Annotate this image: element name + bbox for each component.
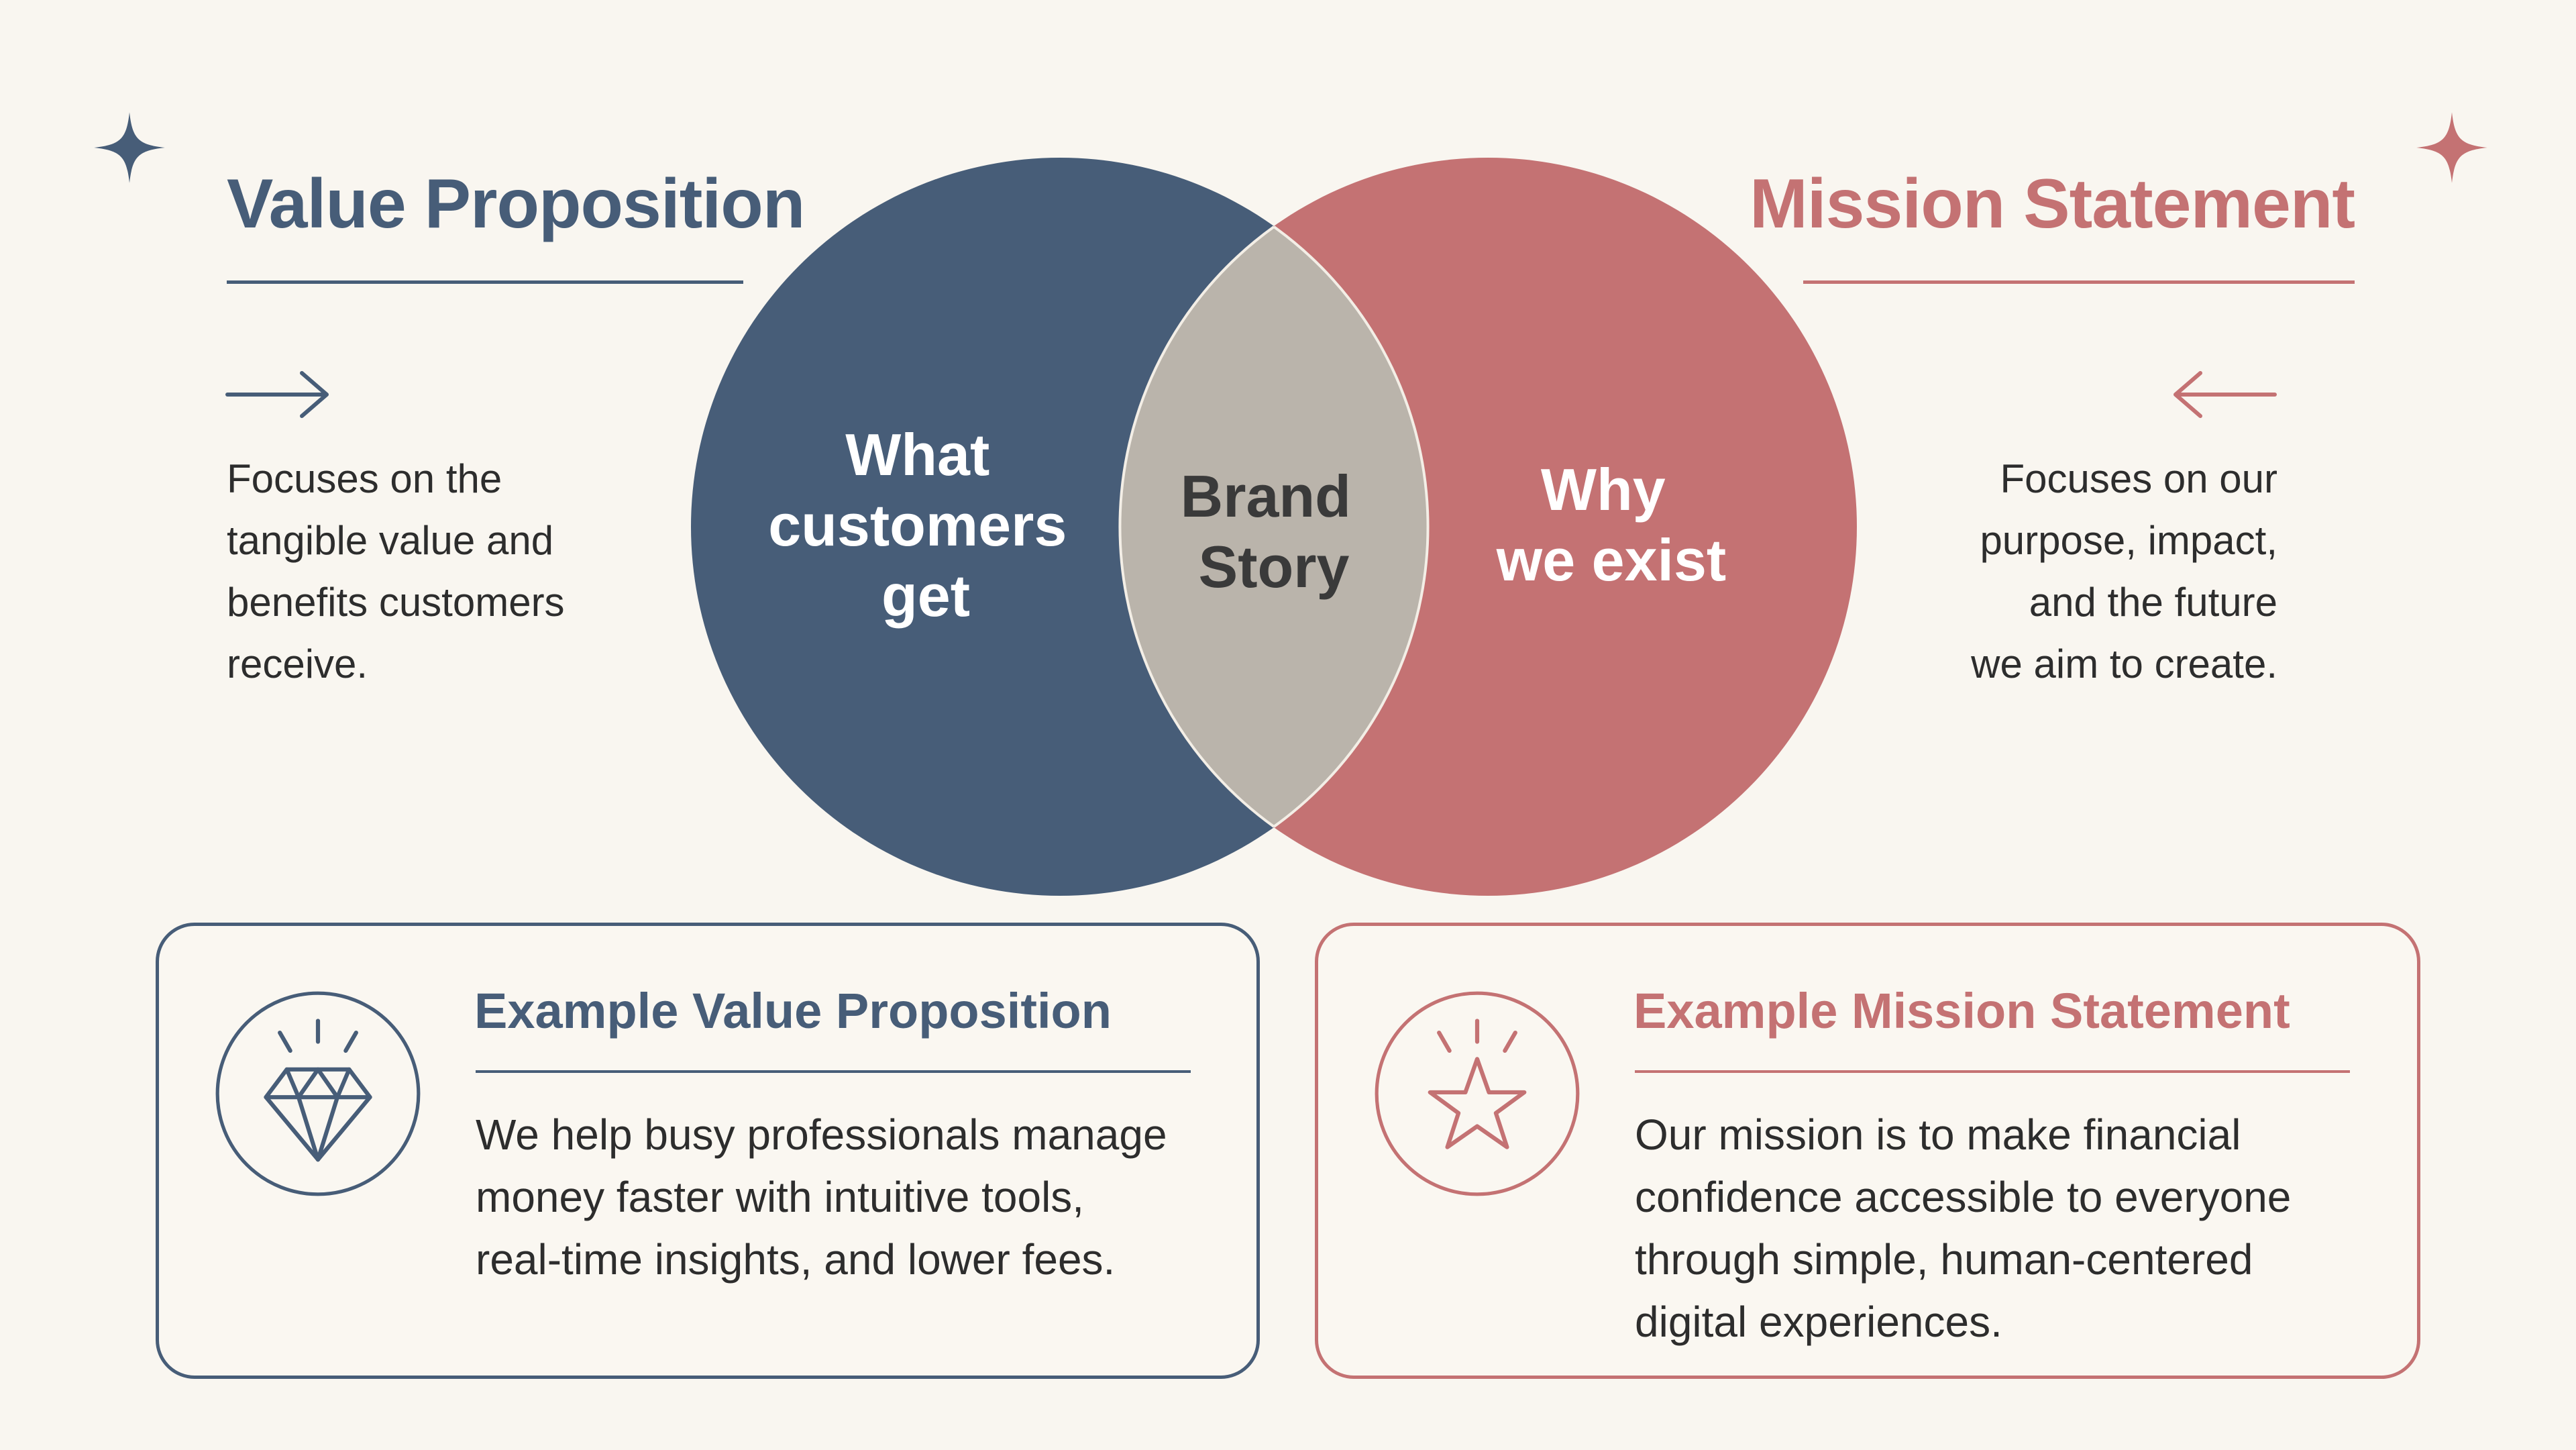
example-value-card: Example Value Proposition We help busy p…	[156, 923, 1260, 1379]
diamond-icon	[215, 991, 421, 1196]
value-circle-label-line-2: customers	[768, 492, 1067, 558]
value-proposition-title: Value Proposition	[227, 165, 805, 243]
example-mission-title: Example Mission Statement	[1633, 983, 2290, 1039]
brand-story-overlap	[1119, 158, 1429, 896]
example-mission-divider	[1635, 1070, 2350, 1073]
mission-statement-description: Focuses on our purpose, impact, and the …	[1971, 456, 2277, 686]
svg-text:Brand Story: Brand Story	[1181, 463, 1368, 600]
brand-story-label-line-1: Brand	[1181, 463, 1351, 529]
svg-text:What customers get: What customers get	[768, 421, 1083, 629]
mission-statement-divider	[1803, 280, 2355, 284]
value-proposition-divider	[227, 280, 743, 284]
example-mission-card: Example Mission Statement Our mission is…	[1315, 923, 2420, 1379]
example-value-divider	[476, 1070, 1191, 1073]
example-mission-text: Our mission is to make financial confide…	[1635, 1110, 2292, 1346]
mission-circle-label-line-2: we exist	[1496, 527, 1726, 593]
value-circle-label-line-3: get	[881, 562, 970, 629]
venn-diagram: What customers get Brand Story Why we ex…	[691, 158, 1857, 896]
mission-statement-title: Mission Statement	[1750, 165, 2355, 243]
value-proposition-description: Focuses on the tangible value and benefi…	[227, 456, 565, 686]
star-icon	[1375, 991, 1580, 1196]
sparkle-icon	[2416, 112, 2487, 183]
arrow-left-icon	[2174, 371, 2277, 418]
sparkle-icon	[94, 112, 165, 183]
example-value-title: Example Value Proposition	[474, 983, 1112, 1039]
brand-story-label-line-2: Story	[1199, 533, 1350, 600]
mission-circle-label-line-1: Why	[1541, 456, 1666, 523]
arrow-right-icon	[225, 371, 329, 418]
svg-text:Why we exist: Why we exist	[1496, 456, 1726, 593]
value-circle-label-line-1: What	[845, 421, 989, 488]
example-value-text: We help busy professionals manage money …	[476, 1110, 1167, 1284]
